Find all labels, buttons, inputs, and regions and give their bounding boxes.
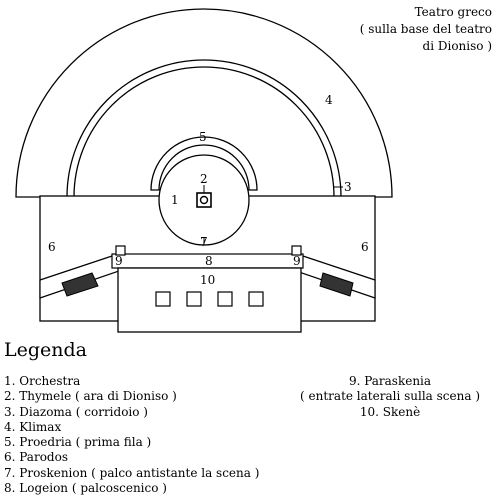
label-2: 2 [200,172,208,186]
paraskenion-left [115,245,126,256]
label-9-right: 9 [293,254,301,268]
label-9-left: 9 [115,254,123,268]
legend-item: 5. Proedria ( prima fila ) [4,435,152,450]
thymele-altar-center [199,195,209,205]
diazoma-outer-line [66,59,342,198]
title-line-1: Teatro greco [414,5,492,19]
diagram-title: Teatro greco ( sulla base del teatro di … [360,4,492,55]
title-line-2: ( sulla base del teatro [359,22,492,36]
label-6-right: 6 [361,240,369,254]
skene-door-3 [217,291,233,307]
label-1: 1 [171,193,179,207]
parodos-right-gate [319,272,354,297]
legend-item: 8. Logeion ( palcoscenico ) [4,481,167,496]
label-3: 3 [344,180,352,194]
skene-building [117,267,302,333]
label-8: 8 [205,254,213,268]
parodos-left-gate [61,272,99,297]
diazoma-inner-line [73,66,335,198]
skene-door-2 [186,291,202,307]
legend-item: 1. Orchestra [4,374,81,388]
legend-item: 3. Diazoma ( corridoio ) [4,404,148,419]
legend-left-list: 1. Orchestra 2. Thymele ( ara di Dioniso… [4,374,259,496]
theatre-plan-diagram: 1 2 3 4 5 6 6 7 8 9 9 10 [15,8,393,333]
skene-door-1 [155,291,171,307]
title-line-3: di Dioniso ) [422,39,492,53]
legend-item: 2. Thymele ( ara di Dioniso ) [4,389,177,404]
legend-item: 9. Paraskenia [348,374,432,388]
skene-door-4 [248,291,264,307]
legend-item: ( entrate laterali sulla scena ) [300,389,480,404]
legend-item: 6. Parodos [4,450,68,465]
label-7: 7 [200,235,208,249]
label-5: 5 [199,130,207,144]
klimax-outer-arc [15,8,393,198]
legend-heading: Legenda [4,339,87,361]
paraskenion-right [291,245,302,256]
label-10: 10 [200,273,215,287]
legend-item: 7. Proskenion ( palco antistante la scen… [4,465,260,480]
proedria-band [150,136,258,191]
legend-item: 4. Klimax [4,419,62,434]
legend-right-list: 9. Paraskenia ( entrate laterali sulla s… [300,374,480,420]
label-4: 4 [325,93,333,107]
legend-item: 10. Skenè [359,404,421,419]
label-6-left: 6 [48,240,56,254]
